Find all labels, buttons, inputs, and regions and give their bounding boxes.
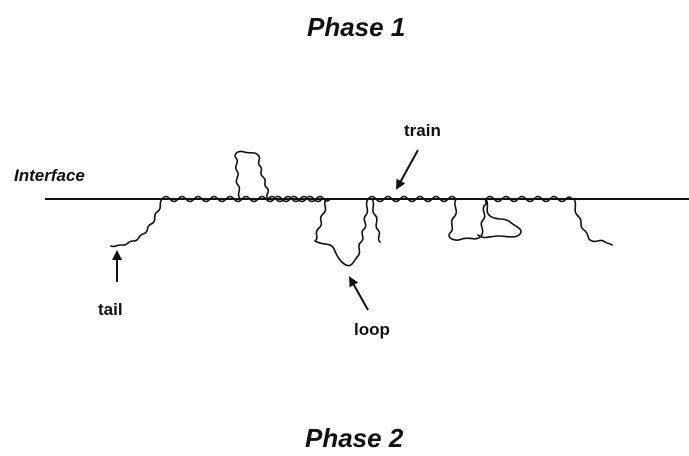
phase-1-title: Phase 1 — [307, 12, 406, 42]
big-loop-chain — [314, 198, 369, 267]
train-segment-2 — [267, 195, 331, 203]
interface-label: Interface — [14, 166, 85, 185]
train-segment-1 — [161, 195, 323, 203]
train-segment-4 — [485, 195, 573, 203]
train-arrow — [396, 149, 419, 190]
loop-below-chain-1 — [448, 198, 487, 241]
loop-arrow — [349, 276, 369, 311]
tail-label: tail — [98, 300, 123, 319]
phase-2-title: Phase 2 — [305, 423, 404, 453]
small-dangling-chain — [371, 198, 381, 243]
tail-chain — [110, 198, 163, 248]
train-segment-3 — [367, 195, 457, 203]
train-label: train — [404, 121, 441, 140]
right-tail-chain — [573, 198, 613, 246]
flap-loop-chain — [477, 198, 522, 239]
loop-above-chain — [234, 150, 270, 200]
loop-label: loop — [354, 320, 390, 339]
